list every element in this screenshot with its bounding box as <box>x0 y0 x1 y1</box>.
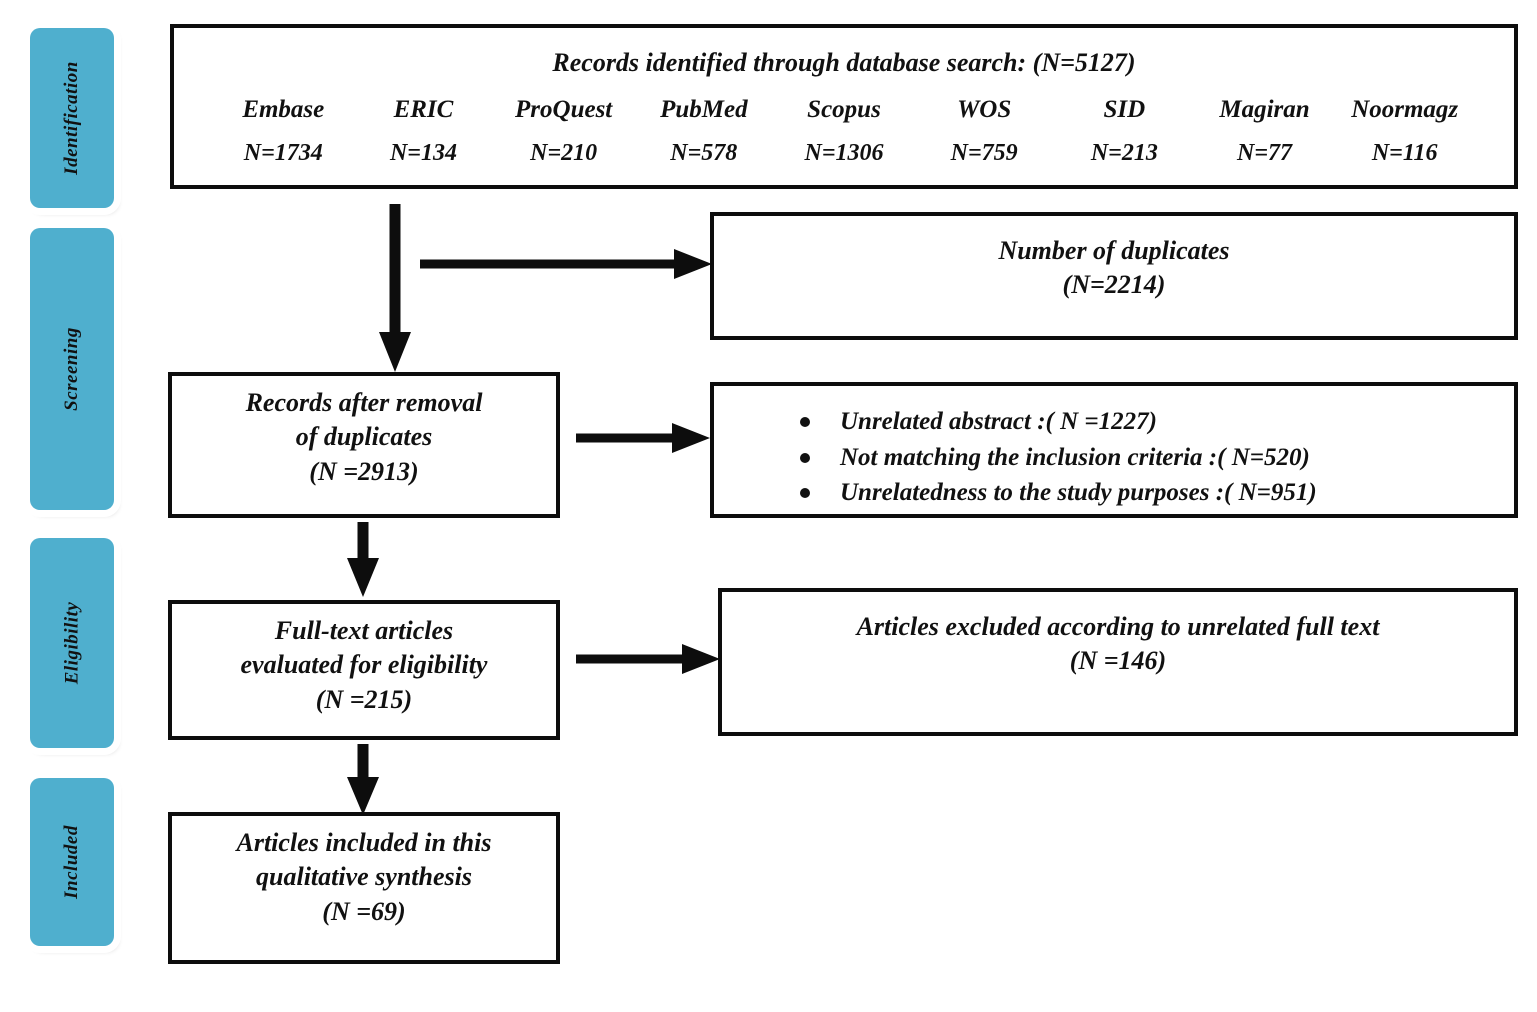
source-count: N=578 <box>670 140 738 167</box>
stage-tab-identification: Identification <box>30 28 114 208</box>
source-name: PubMed <box>660 96 748 124</box>
list-item: Not matching the inclusion criteria :( N… <box>794 440 1317 476</box>
source-count: N=134 <box>389 140 457 167</box>
arrow-to-full-text-exclusions <box>576 644 722 674</box>
source-name: Noormagz <box>1351 96 1459 124</box>
list-item: Unrelatedness to the study purposes :( N… <box>794 475 1317 511</box>
stage-tab-screening-label: Screening <box>61 327 82 411</box>
source-name: WOS <box>957 96 1012 124</box>
full-text-line-2: evaluated for eligibility <box>240 650 488 680</box>
box-records-after-duplicates: Records after removal of duplicates (N =… <box>168 372 560 518</box>
source-count: N=210 <box>530 140 598 167</box>
source-name: SID <box>1103 96 1146 124</box>
source-name: ERIC <box>393 96 454 124</box>
after-duplicates-line-2: of duplicates <box>295 422 433 452</box>
stage-tab-included-label: Included <box>61 825 82 899</box>
source-count: N=759 <box>950 140 1018 167</box>
records-identified-title: Records identified through database sear… <box>552 48 1136 77</box>
source-name: Scopus <box>807 96 881 124</box>
after-duplicates-line-1: Records after removal <box>245 388 483 417</box>
source-name: Magiran <box>1219 96 1310 124</box>
included-line-3: (N =69) <box>322 896 406 926</box>
box-screening-exclusions: Unrelated abstract :( N =1227) Not match… <box>710 382 1518 518</box>
arrow-to-duplicates <box>420 249 714 279</box>
full-text-line-1: Full-text articles <box>274 616 454 645</box>
stage-tab-eligibility: Eligibility <box>30 538 114 748</box>
source-count: N=116 <box>1371 140 1438 167</box>
stage-tab-included: Included <box>30 778 114 946</box>
source-count: N=1734 <box>243 140 323 167</box>
box-full-text-exclusions: Articles excluded according to unrelated… <box>718 588 1518 736</box>
arrow-screening-to-eligibility <box>346 522 380 598</box>
arrow-to-screening-exclusions <box>576 423 712 453</box>
screening-exclusion-list: Unrelated abstract :( N =1227) Not match… <box>714 404 1317 511</box>
duplicates-line-2: (N=2214) <box>1062 270 1166 300</box>
box-full-text-assessed: Full-text articles evaluated for eligibi… <box>168 600 560 740</box>
full-text-line-3: (N =215) <box>315 684 413 714</box>
box-records-identified: Records identified through database sear… <box>170 24 1518 189</box>
duplicates-line-1: Number of duplicates <box>998 236 1230 265</box>
source-name: ProQuest <box>515 96 613 124</box>
stage-tab-screening: Screening <box>30 228 114 510</box>
after-duplicates-line-3: (N =2913) <box>309 456 419 486</box>
source-count: N=213 <box>1090 140 1158 167</box>
full-text-exclusions-line-2: (N =146) <box>1069 646 1167 676</box>
included-line-2: qualitative synthesis <box>256 862 472 892</box>
source-count: N=1306 <box>804 140 884 167</box>
source-count: N=77 <box>1237 140 1293 167</box>
stage-tab-eligibility-label: Eligibility <box>61 601 82 685</box>
full-text-exclusions-line-1: Articles excluded according to unrelated… <box>856 612 1380 641</box>
included-line-1: Articles included in this <box>236 828 492 857</box>
source-name: Embase <box>242 96 325 124</box>
arrow-identification-to-screening <box>378 204 412 374</box>
database-source-grid: Embase ERIC ProQuest PubMed Scopus WOS S… <box>214 96 1474 167</box>
list-item: Unrelated abstract :( N =1227) <box>794 404 1317 440</box>
stage-tab-identification-label: Identification <box>61 61 82 175</box>
box-number-of-duplicates: Number of duplicates (N=2214) <box>710 212 1518 340</box>
arrow-eligibility-to-included <box>346 744 380 816</box>
box-articles-included: Articles included in this qualitative sy… <box>168 812 560 964</box>
